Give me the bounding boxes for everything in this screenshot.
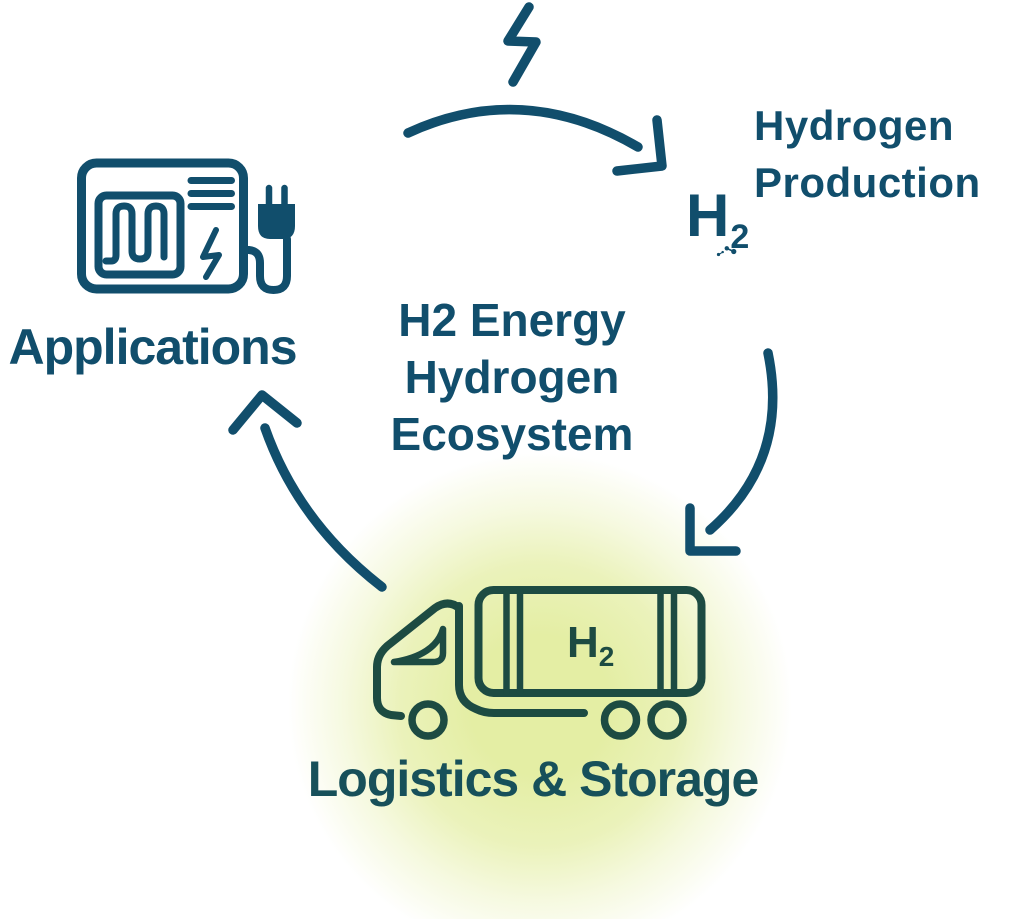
production-label: Hydrogen Production: [754, 97, 1024, 211]
heating-coil-icon: [102, 202, 168, 265]
diagram-title: H2 Energy Hydrogen Ecosystem: [330, 292, 694, 463]
truck-wheel: [600, 700, 641, 740]
arrowhead-production-icon: [612, 115, 667, 176]
molecule-atom: [731, 248, 737, 255]
plug-prongs-icon: [265, 184, 288, 209]
appliance-icon: [77, 158, 295, 294]
arrowhead-applications-icon: [228, 390, 302, 435]
truck-wheel: [408, 700, 448, 740]
truck-cab: [373, 599, 463, 720]
menu-lines-icon: [187, 177, 235, 210]
molecule-atom: [724, 246, 729, 251]
molecule-atom: [716, 252, 721, 257]
production-label-line2: Production: [754, 159, 981, 206]
power-cord: [239, 235, 291, 294]
hydrogen-molecule-icon: [716, 246, 737, 257]
h2-formula-sub: 2: [730, 218, 750, 256]
title-line3: Ecosystem: [390, 408, 634, 460]
truck-chassis: [455, 602, 588, 717]
h2-formula: H2: [686, 186, 750, 257]
arrowhead-logistics-icon: [685, 503, 741, 556]
title-line1: H2 Energy: [398, 294, 626, 346]
arrow-to-production: [403, 104, 643, 152]
hydrogen-truck-icon: H2: [373, 586, 706, 740]
h2-formula-main: H: [686, 182, 730, 249]
title-line2: Hydrogen: [404, 351, 620, 403]
tank-h2-label: H2: [567, 618, 614, 672]
arrow-to-logistics: [705, 348, 778, 535]
tank-trailer: [474, 586, 706, 697]
appliance-body: [77, 158, 248, 294]
arrow-to-applications: [260, 423, 387, 592]
plug-icon: [258, 204, 295, 239]
logistics-label: Logistics & Storage: [307, 751, 760, 807]
production-label-line1: Hydrogen: [754, 102, 955, 149]
applications-label: Applications: [8, 319, 297, 375]
molecule-atom: [721, 250, 724, 254]
tank-bands: [503, 587, 678, 696]
lightning-bolt-icon: [503, 2, 541, 87]
bolt-icon: [200, 227, 222, 280]
cab-window: [390, 625, 447, 666]
truck-wheel: [647, 700, 687, 740]
heating-panel: [94, 191, 185, 279]
